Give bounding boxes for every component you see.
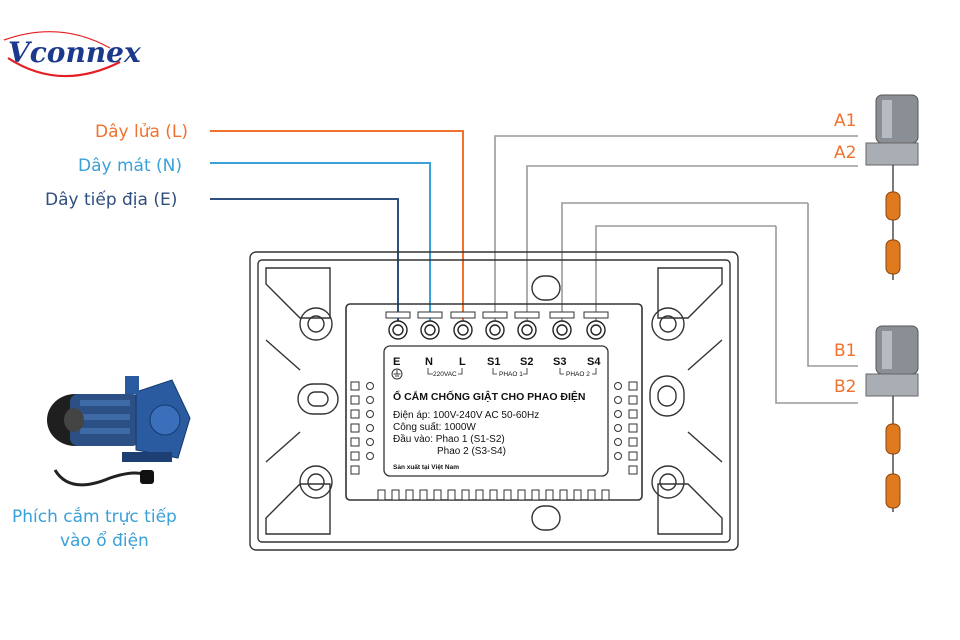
live-wire bbox=[210, 130, 464, 322]
plug-caption-line1: Phích cắm trực tiếp bbox=[12, 506, 177, 527]
terminal-label-s1: S1 bbox=[487, 356, 500, 368]
vconnex-logo: Vconnex bbox=[3, 31, 141, 78]
panel-voltage: Điện áp: 100V-240V AC 50-60Hz bbox=[393, 410, 539, 421]
group-label-float2: PHAO 2 bbox=[566, 371, 590, 378]
panel-inputs: Đầu vào: Phao 1 (S1-S2) bbox=[393, 433, 505, 445]
wire-b1-drop bbox=[807, 203, 858, 367]
neutral-wire-label: Dây mát (N) bbox=[78, 156, 182, 176]
panel-made-in: Sản xuất tại Việt Nam bbox=[393, 463, 459, 471]
neutral-wire bbox=[210, 162, 431, 322]
logo-text: Vconnex bbox=[8, 36, 141, 69]
sensor-label-a1: A1 bbox=[834, 111, 856, 131]
panel-title: Ổ CẮM CHỐNG GIẬT CHO PHAO ĐIỆN bbox=[393, 389, 586, 403]
group-label-voltage: 220VAC bbox=[433, 371, 457, 378]
terminal-label-s4: S4 bbox=[587, 356, 601, 368]
sensor-label-b2: B2 bbox=[834, 377, 856, 397]
sensor-label-a2: A2 bbox=[834, 143, 856, 163]
terminal-label-n: N bbox=[425, 356, 433, 368]
ground-symbol-icon bbox=[391, 368, 403, 380]
wire-b2-drop bbox=[775, 226, 858, 404]
wire-a1 bbox=[494, 135, 858, 322]
float-switch-icon bbox=[865, 94, 919, 280]
sensor-label-b1: B1 bbox=[834, 341, 856, 361]
wire-b1 bbox=[561, 202, 808, 322]
wire-b2 bbox=[595, 225, 776, 322]
socket-backplate bbox=[249, 251, 739, 551]
terminal-label-s3: S3 bbox=[553, 356, 566, 368]
terminal-block bbox=[388, 320, 606, 340]
terminal-label-l: L bbox=[459, 356, 466, 368]
float-switch-icon bbox=[865, 325, 919, 512]
panel-inputs-2: Phao 2 (S3-S4) bbox=[437, 446, 506, 457]
panel-power: Công suất: 1000W bbox=[393, 421, 476, 433]
pump-icon bbox=[47, 376, 191, 487]
earth-wire bbox=[210, 198, 399, 322]
bottom-pins bbox=[377, 489, 610, 501]
panel-pins bbox=[350, 381, 638, 475]
earth-wire-label: Dây tiếp địa (E) bbox=[45, 189, 177, 210]
terminal-label-e: E bbox=[393, 356, 400, 368]
plug-caption-line2: vào ổ điện bbox=[60, 530, 149, 551]
terminal-label-s2: S2 bbox=[520, 356, 533, 368]
group-label-float1: PHAO 1 bbox=[499, 371, 523, 378]
live-wire-label: Dây lửa (L) bbox=[95, 122, 188, 142]
wire-a2 bbox=[526, 165, 858, 322]
